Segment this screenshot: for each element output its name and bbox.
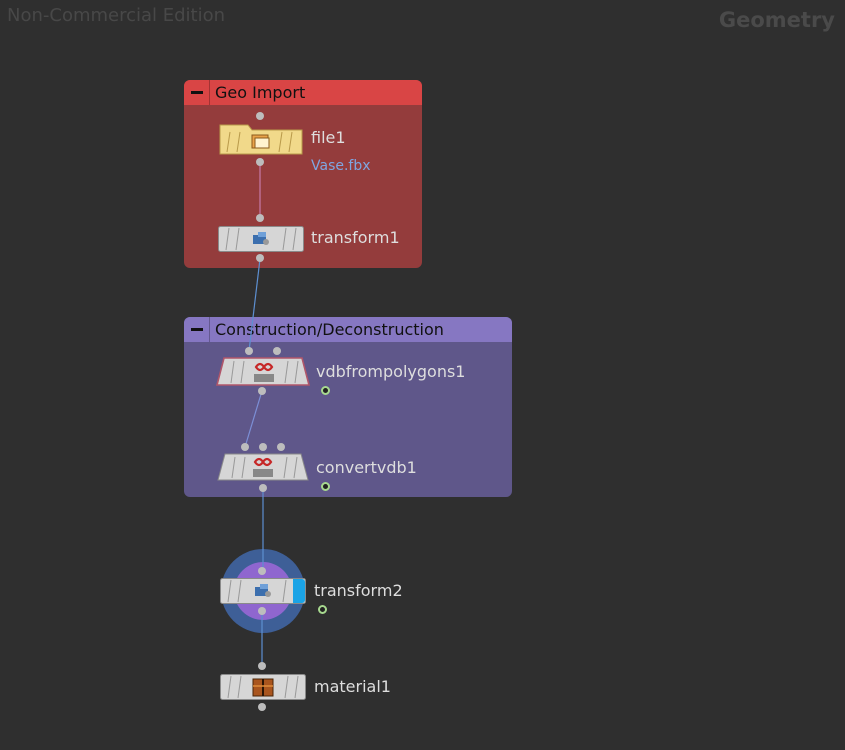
node-vdbfrompolygons1[interactable] [215, 357, 311, 387]
file1-input-connector[interactable] [256, 112, 264, 120]
transform2-status-badge [318, 605, 327, 614]
convertvdb1-output-connector[interactable] [259, 484, 267, 492]
vdbfrompolygons1-input-connector-2[interactable] [273, 347, 281, 355]
node-file1-name[interactable]: file1 [311, 128, 346, 147]
node-vdbfrompolygons1-name[interactable]: vdbfrompolygons1 [316, 362, 466, 381]
material1-input-connector[interactable] [258, 662, 266, 670]
minus-icon [190, 328, 203, 331]
vdbfrompolygons1-input-connector-1[interactable] [245, 347, 253, 355]
netbox-geo-import-title: Geo Import [215, 83, 306, 102]
node-transform2[interactable] [220, 578, 306, 604]
folder-icon [219, 124, 303, 155]
node-material1[interactable] [220, 674, 306, 700]
netbox-construction-collapse-button[interactable] [184, 317, 210, 342]
material-icon [220, 674, 306, 700]
file1-output-connector[interactable] [256, 158, 264, 166]
node-material1-name[interactable]: material1 [314, 677, 391, 696]
node-convertvdb1-name[interactable]: convertvdb1 [316, 458, 417, 477]
wire-vdbfrompolygons1-convertvdb1 [244, 390, 263, 448]
material1-output-connector[interactable] [258, 703, 266, 711]
network-context-title: Geometry [718, 8, 835, 32]
netbox-geo-import-collapse-button[interactable] [184, 80, 210, 105]
netbox-construction-header[interactable]: Construction/Deconstruction [184, 317, 512, 342]
netbox-construction-title: Construction/Deconstruction [215, 320, 444, 339]
watermark: Non-Commercial Edition [7, 5, 226, 26]
node-transform1-name[interactable]: transform1 [311, 228, 400, 247]
transform-icon [220, 578, 306, 604]
vdbfrompolygons1-status-badge [321, 386, 330, 395]
node-file1[interactable] [218, 122, 304, 156]
netbox-geo-import-header[interactable]: Geo Import [184, 80, 422, 105]
vdb-icon [217, 453, 309, 481]
transform1-input-connector[interactable] [256, 214, 264, 222]
minus-icon [190, 91, 203, 94]
transform-icon [218, 226, 304, 252]
convertvdb1-input-connector-2[interactable] [259, 443, 267, 451]
convertvdb1-input-connector-1[interactable] [241, 443, 249, 451]
transform2-input-connector[interactable] [258, 567, 266, 575]
transform2-output-connector[interactable] [258, 607, 266, 615]
node-file1-parameter: Vase.fbx [311, 158, 371, 174]
wire-transform1-vdbfrompolygons1 [248, 258, 261, 352]
vdbfrompolygons1-output-connector[interactable] [258, 387, 266, 395]
convertvdb1-input-connector-3[interactable] [277, 443, 285, 451]
node-transform2-name[interactable]: transform2 [314, 581, 403, 600]
convertvdb1-status-badge [321, 482, 330, 491]
node-convertvdb1[interactable] [217, 453, 309, 481]
display-flag[interactable] [293, 579, 305, 603]
transform1-output-connector[interactable] [256, 254, 264, 262]
vdb-icon [215, 357, 311, 386]
node-transform1[interactable] [218, 226, 304, 252]
